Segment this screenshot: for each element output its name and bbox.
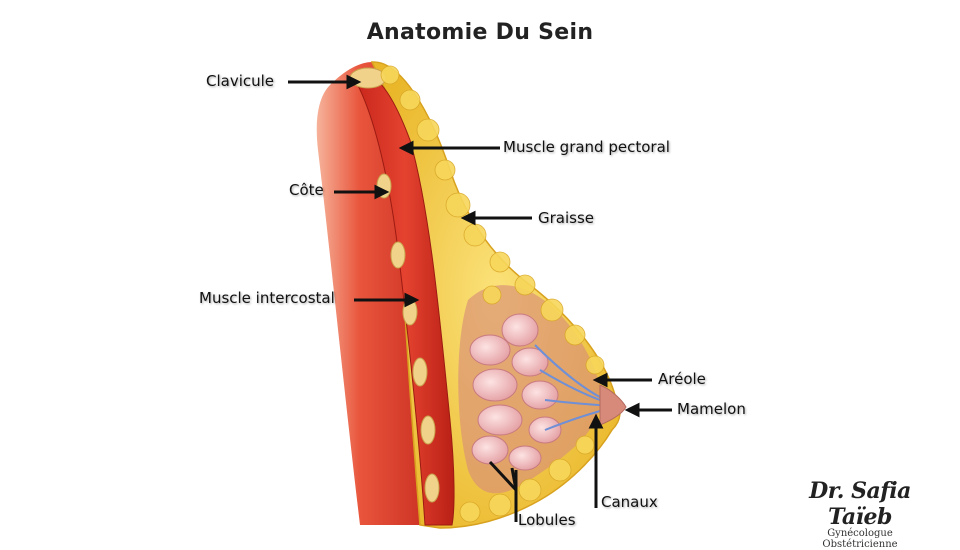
label-clavicule: Clavicule (206, 72, 275, 90)
author-signature: Dr. Safia Taïeb Gynécologue Obstétricien… (790, 478, 930, 550)
label-lobules: Lobules (518, 511, 576, 529)
label-areole: Aréole (658, 370, 706, 388)
signature-name: Dr. Safia Taïeb (809, 478, 911, 530)
diagram-title: Anatomie Du Sein (366, 20, 594, 45)
label-mamelon: Mamelon (677, 400, 746, 418)
chest-wall-muscle (316, 62, 440, 525)
pointer-arrows (288, 74, 672, 522)
label-muscle-grand-pectoral: Muscle grand pectoral (503, 138, 670, 156)
label-graisse: Graisse (538, 209, 595, 227)
label-muscle-intercostal: Muscle intercostal (199, 289, 335, 307)
lobules-cluster (469, 313, 562, 471)
label-cote: Côte (289, 181, 324, 199)
label-canaux: Canaux (601, 493, 658, 511)
fat-globules (380, 65, 605, 523)
signature-subtitle: Gynécologue Obstétricienne (822, 528, 898, 550)
nipple-areola (599, 384, 627, 426)
